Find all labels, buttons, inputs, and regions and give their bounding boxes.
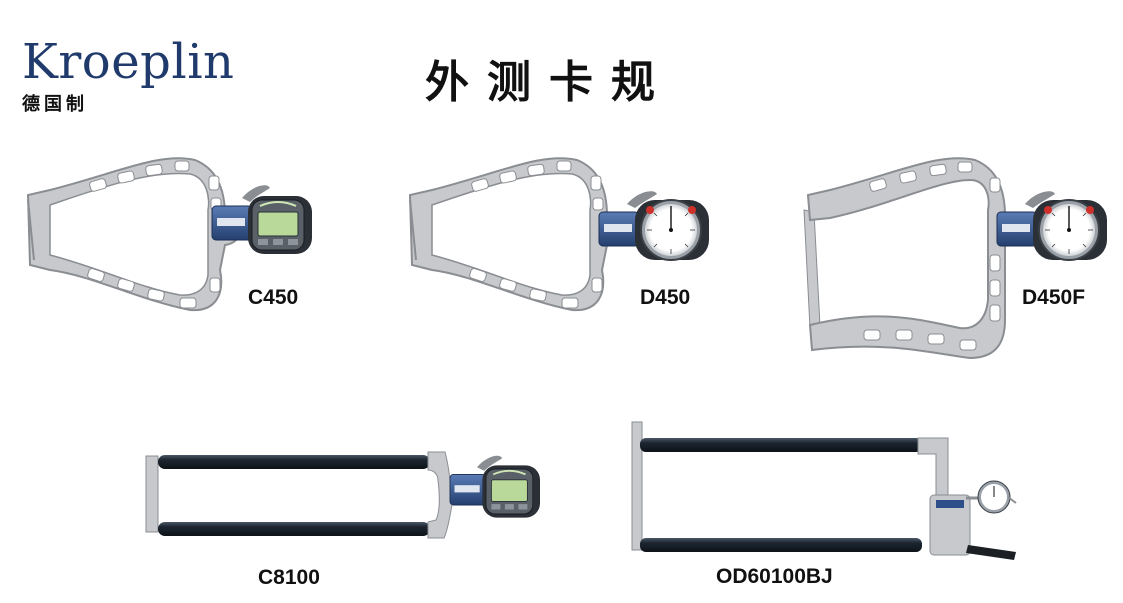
- caliper-d450: [409, 157, 710, 312]
- brand-logo: Kroeplin 德国制: [22, 38, 234, 116]
- brand-subtitle: 德国制: [22, 94, 88, 115]
- page-title: 外测卡规: [425, 57, 673, 108]
- model-label-d450: D450: [640, 286, 691, 309]
- caliper-d450f: [803, 157, 1108, 360]
- brand-name: Kroeplin: [22, 34, 235, 90]
- caliper-c450: [27, 157, 313, 312]
- model-label-d450f: D450F: [1022, 286, 1086, 309]
- model-label-c8100: C8100: [258, 566, 320, 589]
- model-label-c450: C450: [248, 286, 299, 309]
- caliper-od60100bj: [631, 421, 1017, 560]
- caliper-c8100: [145, 451, 541, 539]
- model-label-od60100bj: OD60100BJ: [716, 565, 833, 588]
